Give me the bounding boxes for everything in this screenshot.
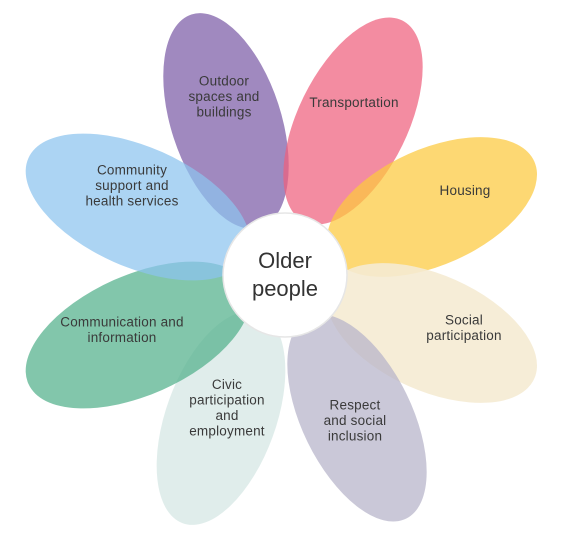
petal-label-line: information [88,330,157,345]
petal-label-line: Community [97,163,167,178]
petal-label-line: Transportation [309,95,398,110]
center-circle [222,212,348,338]
petal-community [25,133,251,281]
petal-label-line: employment [189,423,265,438]
petal-label-line: Social [445,312,483,327]
petal-label-transport: Transportation [309,95,398,110]
petal-label-line: Respect [330,398,381,413]
petal-label-line: buildings [196,105,251,120]
center-label-line-1: Older [258,248,312,273]
petal-label-housing: Housing [440,183,491,198]
petal-label-line: and [215,408,238,423]
petal-housing [326,137,538,277]
petal-label-line: support and [95,178,169,193]
petal-label-line: participation [189,392,264,407]
petal-label-line: Housing [440,183,491,198]
petal-label-line: and social [324,413,387,428]
petal-label-line: Outdoor [199,74,249,89]
petal-label-line: participation [426,328,501,343]
petal-label-line: Communication and [60,314,183,329]
center-label-line-2: people [252,276,318,301]
petal-respect [287,314,427,522]
petal-communication [25,261,251,409]
petal-label-line: health services [85,194,178,209]
petal-layer [25,13,538,525]
petal-label-line: spaces and [188,89,259,104]
petal-label-line: inclusion [328,429,382,444]
center-hub: Older people [222,212,348,338]
petal-label-line: Civic [212,377,242,392]
petal-transport [283,17,423,225]
